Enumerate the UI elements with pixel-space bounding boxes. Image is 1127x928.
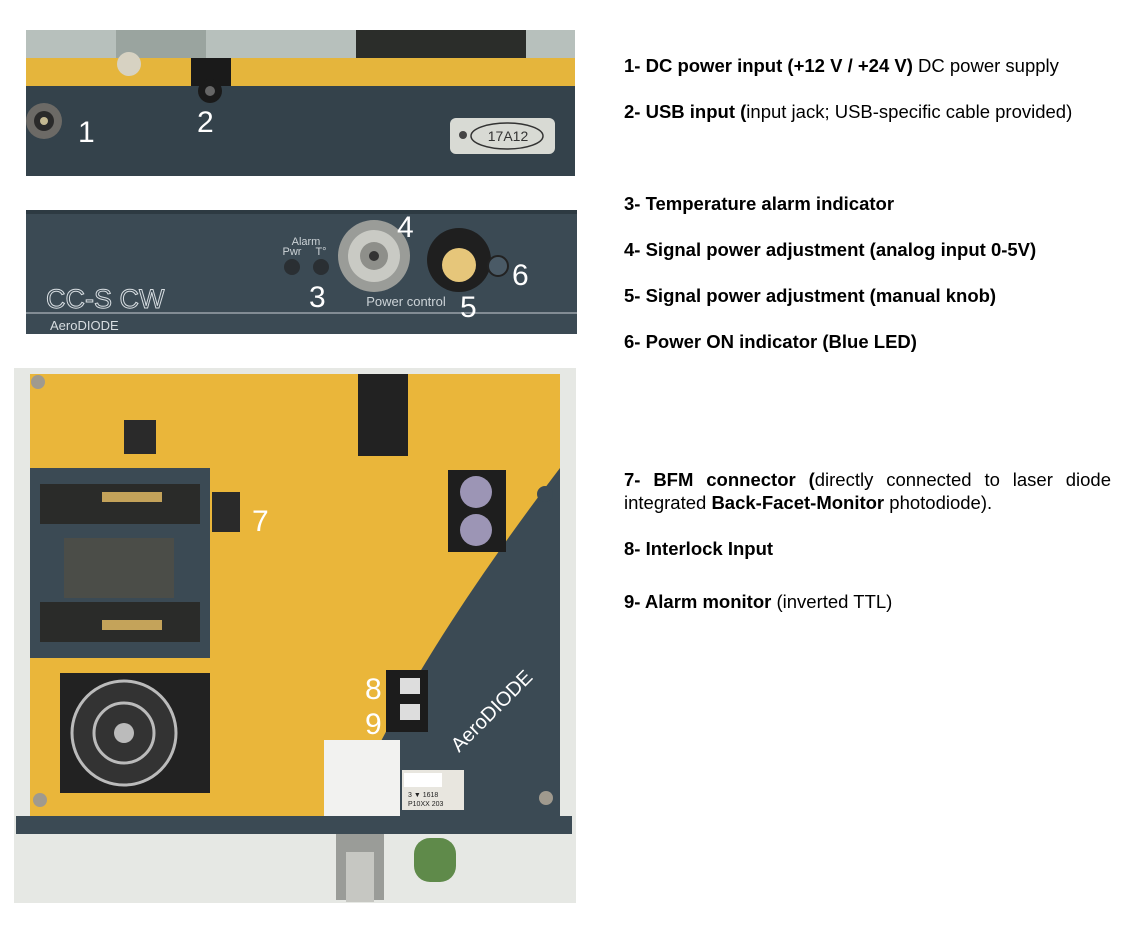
callout-number-7: 7 (252, 505, 269, 538)
front-brand-text: AeroDIODE (50, 318, 119, 333)
legend-item-1-desc: DC power supply (912, 55, 1059, 76)
callout-number-2: 2 (197, 106, 214, 139)
rear-panel-photo: 17A12 (26, 30, 575, 176)
legend-item-8: 8- Interlock Input (624, 537, 1111, 560)
legend-item-3: 3- Temperature alarm indicator (624, 192, 1111, 215)
legend-item-7-title: 7- BFM connector ( (624, 469, 815, 490)
legend-item-7: 7- BFM connector (directly connected to … (624, 468, 1111, 514)
component-text-1: 3 ▼ 1618 (408, 792, 438, 799)
callout-number-4: 4 (397, 211, 414, 244)
legend-item-2-desc: input jack; USB-specific cable provided) (746, 101, 1073, 122)
front-model-text: CC-S CW (46, 284, 165, 314)
callout-number-8: 8 (365, 673, 382, 706)
legend-item-2: 2- USB input (input jack; USB-specific c… (624, 100, 1111, 123)
legend-item-6: 6- Power ON indicator (Blue LED) (624, 330, 1111, 353)
pwr-label: Pwr (283, 246, 302, 258)
legend-item-5: 5- Signal power adjustment (manual knob) (624, 284, 1111, 307)
legend-item-8-title: 8- Interlock Input (624, 538, 774, 559)
callout-number-6: 6 (512, 259, 529, 292)
component-text-2: P10XX 203 (408, 801, 444, 808)
top-view-photo: 3 ▼ 1618 P10XX 203 AeroDIODE (14, 368, 576, 903)
legend-item-7-desc: directly connected to laser diode integr… (624, 469, 1111, 513)
legend-item-5-title: 5- Signal power adjustment (manual knob) (624, 285, 997, 306)
legend-item-7-end: photodiode). (884, 492, 993, 513)
legend-item-9-title: 9- Alarm monitor (624, 591, 772, 612)
callout-number-5: 5 (460, 291, 477, 324)
legend-item-9: 9- Alarm monitor (inverted TTL) (624, 590, 1111, 613)
legend-item-4-title: 4- Signal power adjustment (analog input… (624, 239, 1037, 260)
rear-badge-text: 17A12 (488, 128, 529, 144)
legend-item-1-title: 1- DC power input (+12 V / +24 V) (624, 55, 913, 76)
callout-number-3: 3 (309, 281, 326, 314)
legend-item-1: 1- DC power input (+12 V / +24 V) DC pow… (624, 54, 1111, 77)
temp-label: T° (315, 246, 326, 258)
front-panel-photo: CC-S CW AeroDIODE Alarm Pwr T° Power con… (26, 210, 577, 334)
callout-number-9: 9 (365, 708, 382, 741)
legend-item-3-title: 3- Temperature alarm indicator (624, 193, 895, 214)
callout-number-1: 1 (78, 116, 95, 149)
legend-item-7-bfm: Back-Facet-Monitor (711, 492, 885, 513)
legend-item-2-title: 2- USB input ( (624, 101, 747, 122)
legend-item-4: 4- Signal power adjustment (analog input… (624, 238, 1111, 261)
legend-item-9-desc: (inverted TTL) (771, 591, 893, 612)
alarm-label: Alarm (292, 236, 321, 248)
legend-item-6-title: 6- Power ON indicator (Blue LED) (624, 331, 917, 352)
power-control-label: Power control (366, 294, 446, 309)
